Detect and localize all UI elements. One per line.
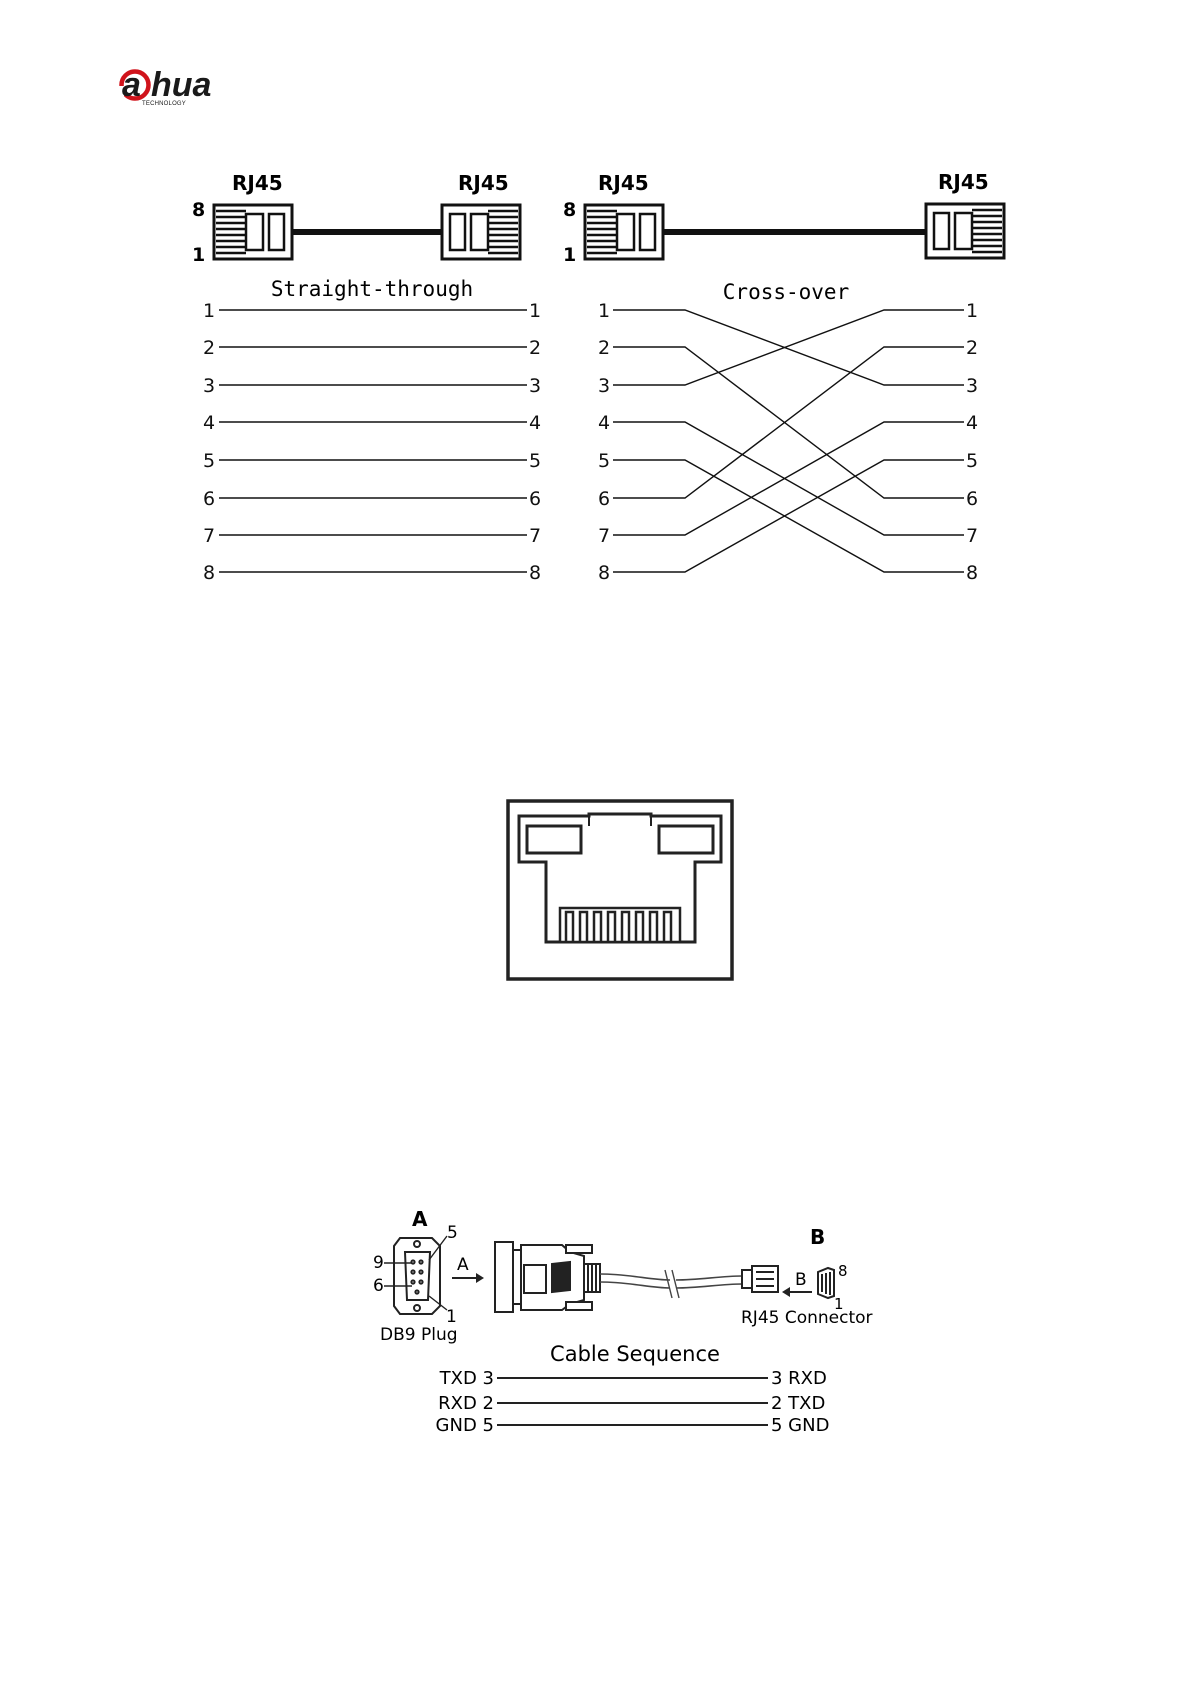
cross-right-pin-label: 7 [966, 525, 978, 547]
straight-right-connector: RJ45 [442, 171, 520, 259]
sequence-left-1: TXD 3 [439, 1368, 494, 1389]
db9-plug-caption: DB9 Plug [380, 1325, 458, 1345]
straight-left-pin-label: 8 [203, 562, 215, 584]
cross-left-pin-label: 8 [598, 562, 610, 584]
straight-through-title: Straight-through [271, 277, 473, 301]
rj45-jack-icon [818, 1268, 834, 1298]
straight-left-pin-label: 7 [203, 525, 215, 547]
cross-right-pin-label: 6 [966, 488, 978, 510]
cross-left-pin-label: 1 [598, 300, 610, 322]
cross-pin-bottom-label: 1 [563, 244, 576, 266]
sequence-row-2: RXD 2 2 TXD [438, 1393, 825, 1414]
cross-left-pin-label: 3 [598, 375, 610, 397]
label-b: B [810, 1225, 825, 1249]
db9-pin-6-label: 6 [373, 1276, 384, 1296]
label-a: A [412, 1207, 428, 1231]
cross-left-pin-label: 4 [598, 412, 610, 434]
straight-right-pin-label: 6 [529, 488, 541, 510]
cross-left-pin-label: 5 [598, 450, 610, 472]
straight-left-pin-label: 5 [203, 450, 215, 472]
rj45-pin-8-label: 8 [838, 1262, 848, 1280]
sequence-left-2: RXD 2 [438, 1393, 494, 1414]
cross-over-title: Cross-over [723, 280, 849, 304]
cross-right-pin-label: 8 [966, 562, 978, 584]
straight-right-pin-label: 1 [529, 300, 541, 322]
sequence-row-1: TXD 3 3 RXD [439, 1368, 827, 1389]
straight-right-pin-label: 4 [529, 412, 541, 434]
cross-left-pin-label: 7 [598, 525, 610, 547]
straight-right-pin-label: 2 [529, 337, 541, 359]
straight-right-pin-label: 5 [529, 450, 541, 472]
rj45-cable-diagram: RJ45 8 1 RJ45 RJ45 8 1 [0, 0, 1191, 600]
cross-right-connector: RJ45 [926, 170, 1004, 258]
straight-left-pin-label: 1 [203, 300, 215, 322]
straight-pin-bottom-label: 1 [192, 244, 205, 266]
straight-right-pin-label: 8 [529, 562, 541, 584]
rj45-plug-icon [742, 1266, 778, 1292]
cross-right-pin-label: 3 [966, 375, 978, 397]
sequence-right-1: 3 RXD [771, 1368, 827, 1389]
straight-left-connector-label: RJ45 [232, 171, 283, 195]
db9-pin-1-label: 1 [446, 1307, 457, 1327]
arrow-b-label: B [795, 1270, 807, 1290]
sequence-right-2: 2 TXD [771, 1393, 825, 1414]
cross-pin-top-label: 8 [563, 199, 576, 221]
sequence-right-3: 5 GND [771, 1415, 829, 1436]
straight-left-pin-label: 3 [203, 375, 215, 397]
db9-rj45-cable-diagram: A B 5 9 6 1 DB9 Plug A [0, 1190, 1191, 1450]
cross-right-pin-label: 4 [966, 412, 978, 434]
cross-right-connector-label: RJ45 [938, 170, 989, 194]
cross-left-connector-label: RJ45 [598, 171, 649, 195]
cross-wiring: 1 1 2 2 3 3 4 4 5 5 6 6 7 7 8 8 [598, 300, 978, 584]
straight-left-connector: RJ45 8 1 [192, 171, 292, 266]
cross-right-pin-label: 2 [966, 337, 978, 359]
sequence-row-3: GND 5 5 GND [436, 1415, 830, 1436]
straight-left-pin-label: 2 [203, 337, 215, 359]
straight-wiring: 1 1 2 2 3 3 4 4 5 5 6 6 7 7 8 8 [203, 300, 541, 584]
straight-pin-top-label: 8 [192, 199, 205, 221]
db9-pin-5-label: 5 [447, 1223, 458, 1243]
straight-right-connector-label: RJ45 [458, 171, 509, 195]
rj45-connector-caption: RJ45 Connector [741, 1308, 873, 1328]
cable-sequence-title: Cable Sequence [550, 1342, 720, 1366]
straight-left-pin-label: 6 [203, 488, 215, 510]
cross-right-pin-label: 1 [966, 300, 978, 322]
straight-right-pin-label: 3 [529, 375, 541, 397]
db9-plug-icon [384, 1236, 447, 1314]
cross-right-pin-label: 5 [966, 450, 978, 472]
straight-right-pin-label: 7 [529, 525, 541, 547]
cross-left-pin-label: 2 [598, 337, 610, 359]
cross-left-pin-label: 6 [598, 488, 610, 510]
db9-connector-icon [495, 1242, 600, 1312]
arrow-a-label: A [457, 1255, 469, 1275]
straight-left-pin-label: 4 [203, 412, 215, 434]
cable-icon [600, 1270, 742, 1298]
rj45-port-icon [505, 798, 735, 984]
cross-left-connector: RJ45 8 1 [563, 171, 663, 266]
sequence-left-3: GND 5 [436, 1415, 494, 1436]
db9-pin-9-label: 9 [373, 1253, 384, 1273]
